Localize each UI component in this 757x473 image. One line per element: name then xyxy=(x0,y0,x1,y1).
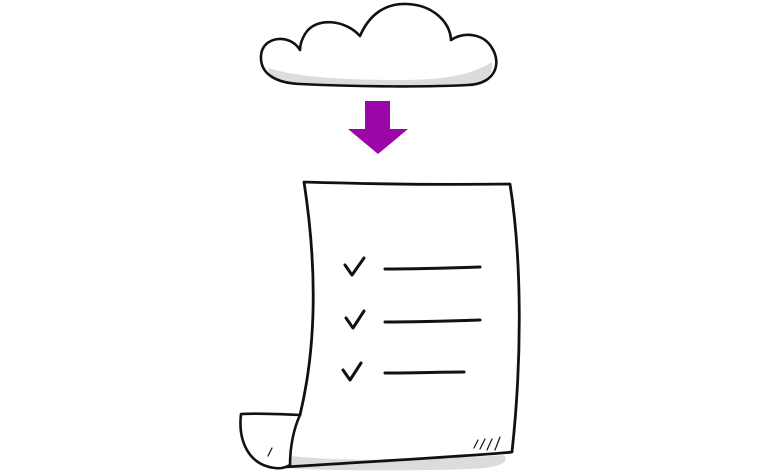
cloud-outline xyxy=(259,2,498,88)
checkmark-icon xyxy=(344,309,366,330)
checklist-line xyxy=(383,318,482,324)
document-outline xyxy=(282,180,521,469)
download-arrow-icon xyxy=(348,101,408,154)
document-shadow xyxy=(285,455,506,471)
document-hatching xyxy=(267,436,501,457)
checkmark-icon xyxy=(341,361,363,382)
checkmark-icon xyxy=(343,256,366,277)
checklist-line xyxy=(383,370,466,375)
checklist-item xyxy=(341,361,466,382)
cloud-icon xyxy=(259,2,498,88)
checklist-item xyxy=(344,309,482,330)
checklist-document-icon xyxy=(239,180,521,471)
document-curl xyxy=(239,412,302,470)
checklist-line xyxy=(383,265,482,271)
cloud-shadow xyxy=(268,62,493,88)
checklist-item xyxy=(343,256,482,277)
